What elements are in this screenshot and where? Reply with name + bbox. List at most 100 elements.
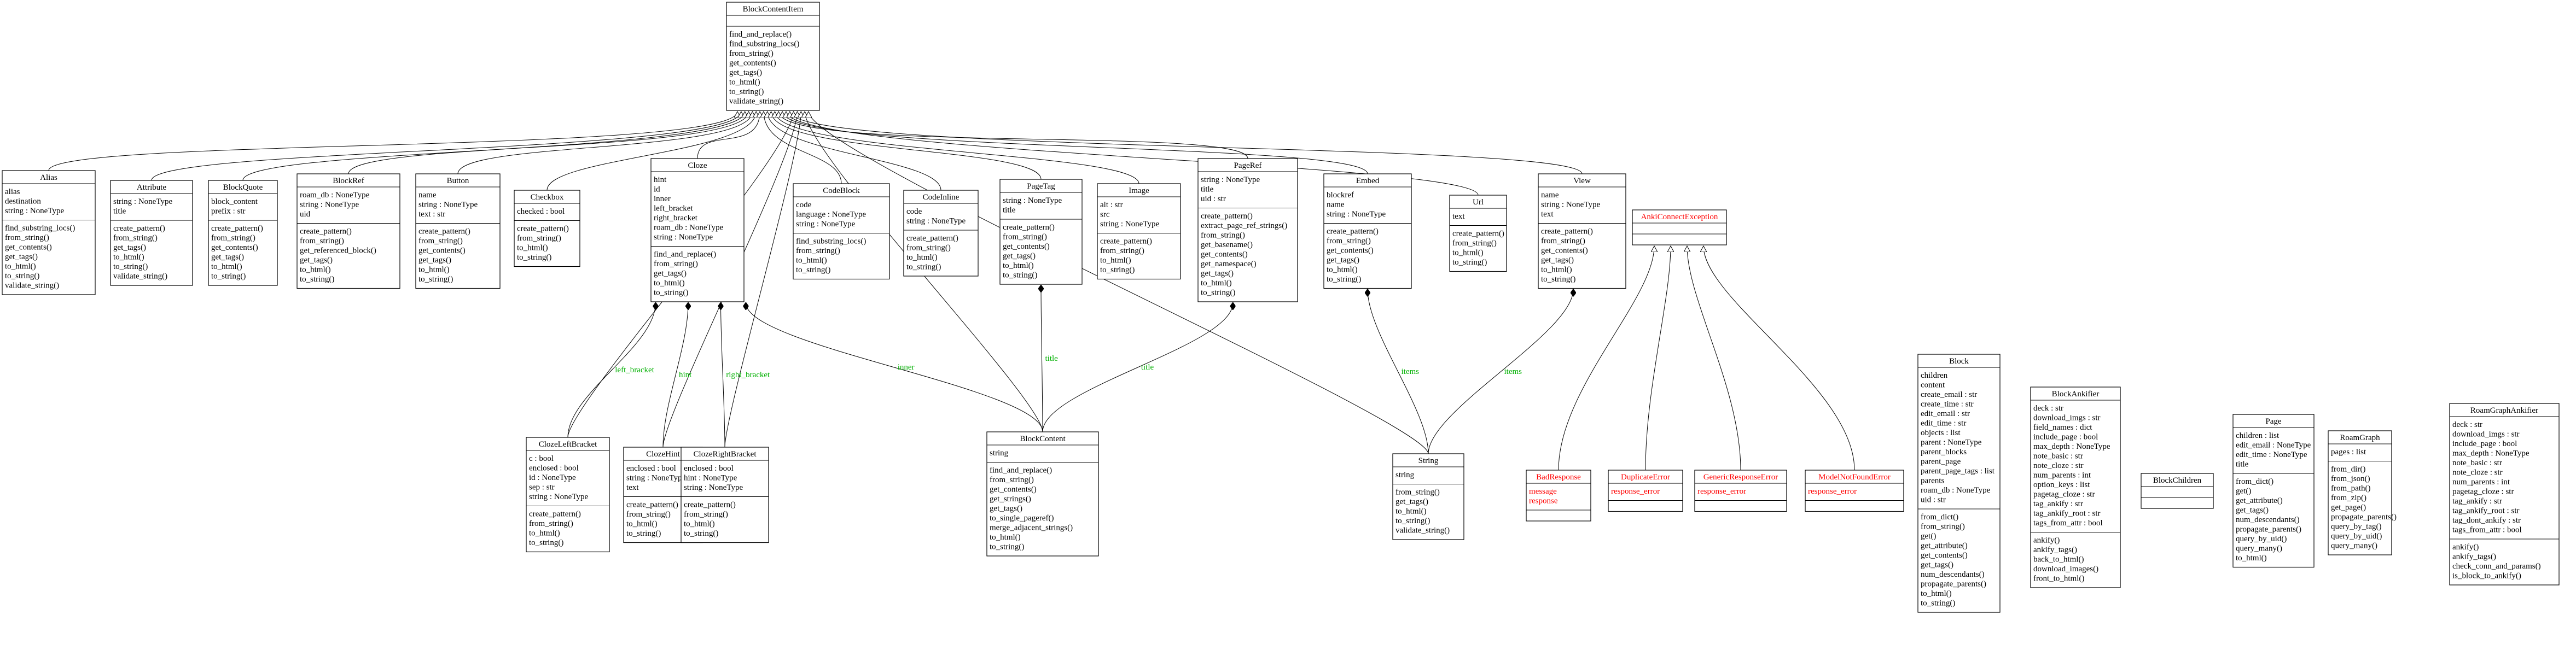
class-method: from_string() — [1921, 523, 1965, 531]
class-method: to_string() — [1395, 517, 1430, 525]
class-attribute: response — [1529, 497, 1558, 506]
class-attribute: text — [1541, 210, 1554, 219]
class-method: validate_string() — [729, 97, 783, 106]
class-attribute: download_imgs : str — [2452, 430, 2520, 439]
class-box — [726, 2, 820, 111]
class-method: get_tags() — [729, 68, 762, 77]
class-attribute: src — [1100, 210, 1110, 219]
class-attribute: string : NoneType — [796, 220, 855, 229]
class-method: num_descendants() — [2236, 516, 2300, 524]
class-method: create_pattern() — [626, 501, 678, 510]
class-method: to_html() — [113, 253, 144, 262]
class-attribute: max_depth : NoneType — [2033, 442, 2110, 451]
class-box — [1632, 209, 1727, 245]
class-method: from_string() — [654, 260, 698, 268]
edge-label: left_bracket — [615, 366, 654, 374]
class-attribute: uid — [300, 210, 311, 219]
class-attribute: left_bracket — [654, 204, 693, 213]
class-method: to_html() — [418, 266, 450, 274]
composition-edge — [746, 303, 1043, 432]
class-method: from_string() — [684, 510, 728, 519]
class-box — [415, 173, 501, 289]
class-name: ModelNotFoundError — [1818, 473, 1891, 482]
class-attribute: string — [990, 449, 1009, 458]
class-attribute: parent_page — [1921, 458, 1961, 466]
class-method: get_referenced_block() — [300, 247, 376, 255]
class-box — [1694, 470, 1787, 512]
class-name: ClozeLeftBracket — [539, 440, 597, 449]
class-method: create_pattern() — [684, 501, 736, 510]
class-attribute: alt : str — [1100, 201, 1123, 209]
class-method: get_tags() — [211, 253, 244, 262]
class-name: BlockContent — [1020, 435, 1066, 443]
class-method: from_string() — [1100, 247, 1144, 255]
class-method: from_json() — [2331, 475, 2370, 483]
class-attribute: roam_db : NoneType — [300, 191, 370, 200]
class-box — [1526, 470, 1591, 522]
class-method: to_html() — [1395, 507, 1427, 516]
class-attribute: string : NoneType — [1327, 210, 1386, 219]
composition-edge — [662, 303, 688, 448]
class-method: to_html() — [529, 529, 560, 538]
class-modelnotfounderror: ModelNotFoundError response_error — [1805, 470, 1904, 512]
composition-edge — [1041, 285, 1043, 432]
class-name: Page — [2265, 417, 2282, 426]
class-name: RoamGraph — [2340, 434, 2380, 442]
class-name: BadResponse — [1536, 473, 1581, 482]
class-name: Alias — [40, 173, 57, 182]
class-attribute: response_error — [1611, 487, 1660, 496]
class-method: get_contents() — [1921, 551, 1968, 560]
class-method: get_tags() — [1541, 256, 1574, 265]
class-blockcontentitem: BlockContentItemfind_and_replace()find_s… — [726, 2, 820, 111]
class-method: find_and_replace() — [729, 30, 792, 39]
class-method: to_string() — [1201, 289, 1235, 297]
class-attribute: response_error — [1808, 487, 1857, 496]
class-method: from_string() — [729, 49, 774, 58]
class-method: query_by_uid() — [2331, 532, 2382, 541]
class-url: Urltextcreate_pattern()from_string()to_h… — [1449, 195, 1507, 272]
class-method: from_string() — [990, 476, 1034, 484]
inheritance-edge — [778, 112, 1248, 159]
class-attribute: create_time : str — [1921, 400, 1974, 409]
class-attribute: title — [2236, 460, 2249, 469]
class-name: Checkbox — [531, 193, 564, 202]
edge-label: inner — [898, 363, 915, 372]
class-attribute: tag_ankify : str — [2033, 500, 2083, 508]
class-method: from_string() — [1395, 488, 1440, 497]
inheritance-edge — [697, 112, 760, 159]
inheritance-edge — [775, 112, 1139, 184]
class-method: from_dict() — [2236, 477, 2273, 486]
class-method: to_string() — [796, 266, 830, 274]
class-name: BlockAnkifier — [2052, 390, 2100, 399]
class-method: create_pattern() — [1452, 230, 1504, 238]
class-attribute: create_email : str — [1921, 390, 1977, 399]
class-method: find_substring_locs() — [729, 40, 799, 49]
class-method: to_string() — [517, 253, 551, 262]
class-attribute: name — [418, 191, 437, 200]
class-method: find_and_replace() — [654, 250, 716, 259]
class-method: from_string() — [1003, 233, 1047, 242]
class-attribute: string : NoneType — [300, 201, 359, 209]
inheritance-edge — [546, 112, 756, 191]
class-name: View — [1573, 177, 1591, 185]
class-method: to_string() — [211, 272, 246, 281]
class-method: find_and_replace() — [990, 466, 1052, 475]
class-attribute: download_imgs : str — [2033, 414, 2101, 423]
class-method: query_many() — [2236, 544, 2282, 553]
class-method: query_by_tag() — [2331, 523, 2381, 531]
class-attribute: string : NoneType — [626, 474, 685, 483]
class-attribute: string : NoneType — [1100, 220, 1159, 229]
inheritance-edge — [771, 112, 1042, 180]
class-name: PageTag — [1027, 182, 1055, 191]
relationship-lines — [48, 112, 1855, 471]
class-box — [110, 180, 193, 286]
class-method: to_html() — [1003, 261, 1034, 270]
class-box — [2030, 387, 2121, 588]
